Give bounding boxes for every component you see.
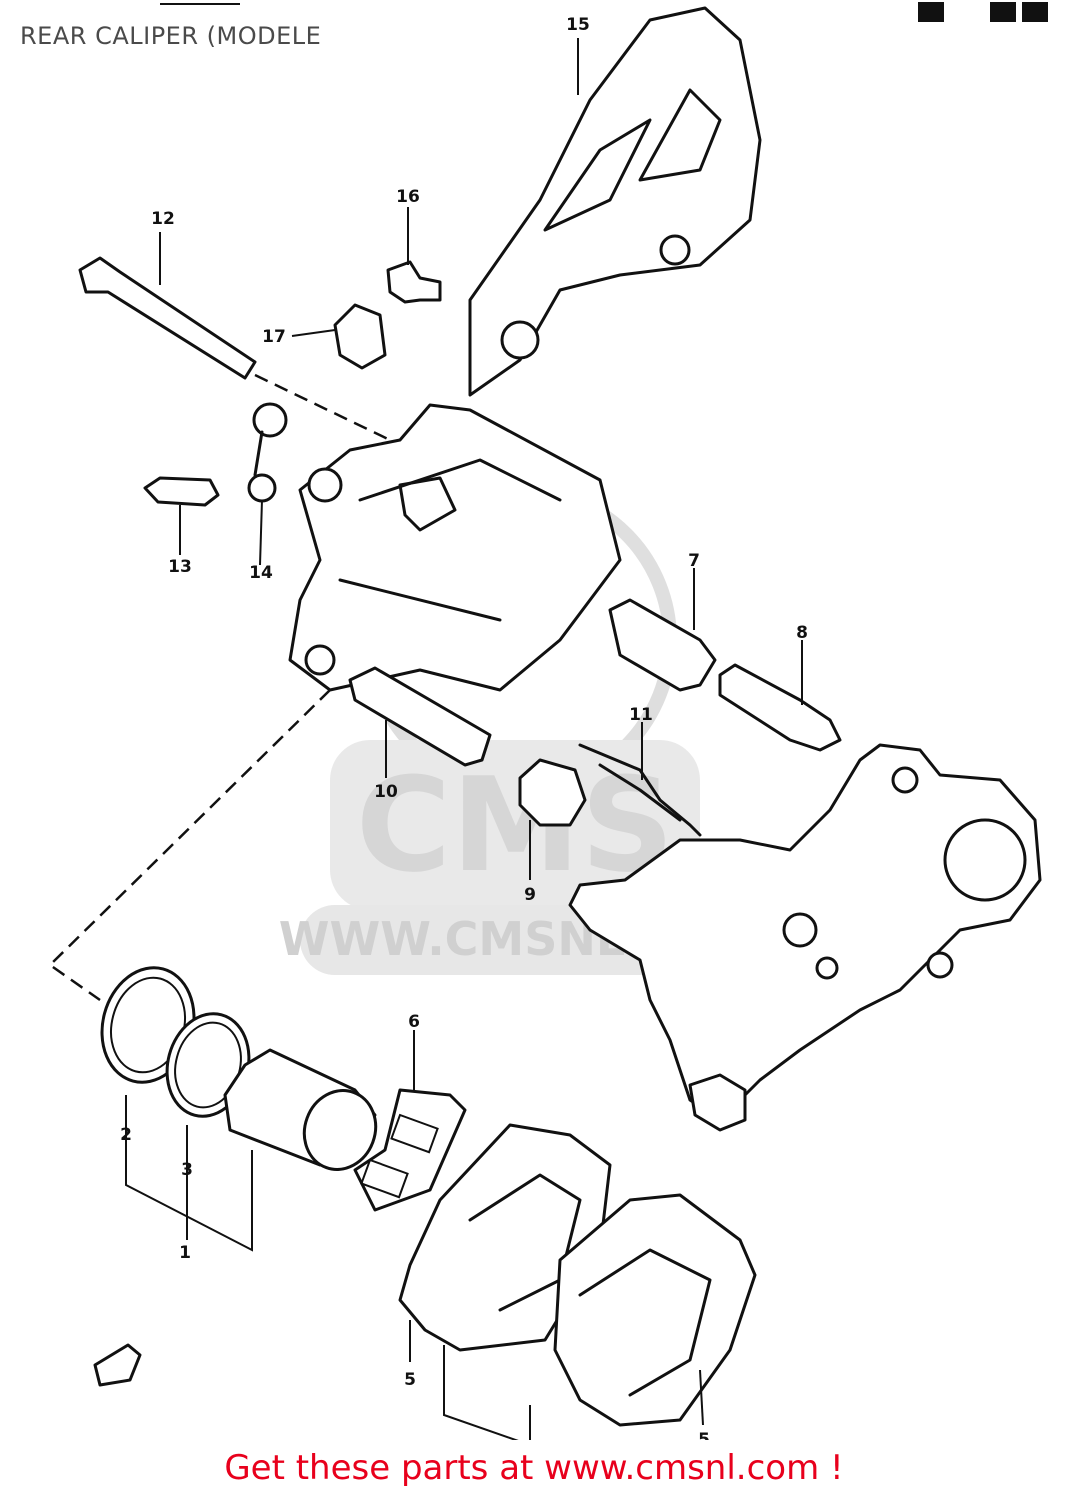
part-15-guard [468,6,762,397]
part-7-slide-pin [608,598,717,692]
part-14-clip [247,402,288,503]
callout-17: 17 [262,327,286,347]
part-17-cap [333,303,387,370]
corner-marks [160,2,1048,22]
exploded-parts-diagram: CMS WWW.CMSNL.COM [48,2,1048,1440]
diagram-title: REAR CALIPER (MODELE [20,22,322,50]
part-16-bolt [386,260,442,304]
piston [223,1048,378,1171]
part-12-pin [78,256,257,380]
watermark-logo-text: CMS [356,749,674,901]
small-part [93,1343,142,1387]
callout-11: 11 [629,705,653,725]
caliper-body [288,403,622,692]
callout-3: 3 [181,1160,193,1180]
callout-9: 9 [524,885,536,905]
leader-dash-12 [254,373,391,442]
leader-lines [48,38,803,1440]
callout-5b: 5 [698,1430,710,1440]
part-13-bleeder [143,476,220,507]
callout-15: 15 [566,15,590,35]
callout-6: 6 [408,1012,420,1032]
callout-5a: 5 [404,1370,416,1390]
part-9-boot [518,758,587,827]
callout-14: 14 [249,563,273,583]
part-8-bolt [718,663,842,752]
callout-2: 2 [120,1125,132,1145]
callout-8: 8 [796,623,808,643]
part-10-pin [348,666,492,767]
footer-link[interactable]: Get these parts at www.cmsnl.com ! [224,1448,844,1488]
part-6-shim [353,1088,467,1212]
callout-10: 10 [374,782,398,802]
brake-pad-outer [553,1193,757,1427]
callout-13: 13 [168,557,192,577]
part-11-spring [578,743,702,837]
callout-12: 12 [151,209,175,229]
callout-7: 7 [688,551,700,571]
callout-16: 16 [396,187,420,207]
callout-1: 1 [179,1243,191,1263]
caliper-carrier [568,743,1042,1132]
